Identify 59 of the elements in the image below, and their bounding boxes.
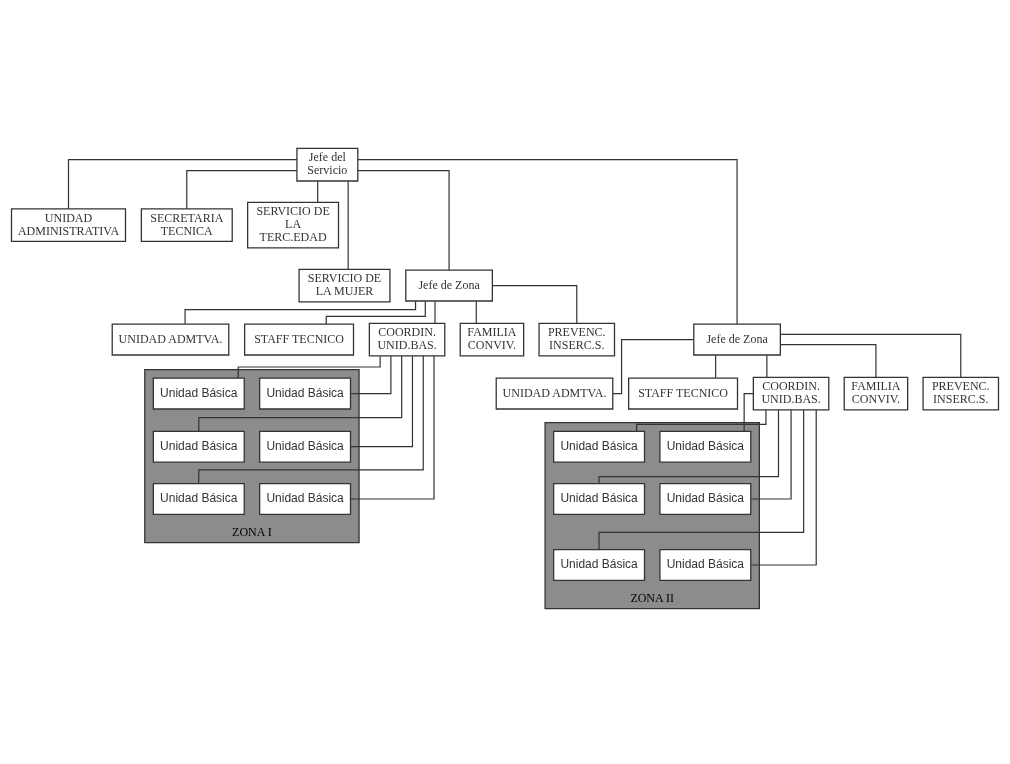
- node-box: FAMILIA CONVIV.: [843, 376, 909, 411]
- node-box: Unidad Básica: [152, 482, 245, 516]
- node-box: Jefe del Servicio: [296, 147, 359, 182]
- node-box: Unidad Básica: [553, 482, 646, 516]
- node-box: PREVENC. INSERC.S.: [538, 322, 616, 357]
- connector: [612, 338, 695, 395]
- connector: [349, 355, 392, 395]
- node-box: PREVENC. INSERC.S.: [922, 376, 1000, 411]
- node-box: STAFF TECNICO: [244, 323, 355, 356]
- connector: [237, 355, 381, 379]
- node-box: UNIDAD ADMTVA.: [111, 323, 230, 356]
- connector: [186, 170, 298, 210]
- connector: [779, 333, 962, 378]
- node-box: SERVICIO DE LA TERC.EDAD: [247, 201, 340, 249]
- node-box: Unidad Básica: [553, 548, 646, 582]
- connector: [475, 300, 477, 324]
- cluster: [544, 422, 760, 610]
- cluster: [144, 368, 360, 544]
- connector: [492, 284, 578, 324]
- connector: [598, 409, 805, 551]
- connector: [743, 392, 754, 432]
- node-box: Unidad Básica: [152, 377, 245, 410]
- node-label: ZONA II: [630, 591, 675, 606]
- connector: [598, 409, 780, 485]
- connector: [750, 409, 817, 566]
- node-box: FAMILIA CONVIV.: [459, 322, 525, 357]
- connector: [434, 300, 436, 324]
- node-box: Unidad Básica: [659, 548, 752, 582]
- node-box: Unidad Básica: [259, 377, 352, 410]
- node-box: Jefe de Zona: [405, 269, 493, 302]
- node-box: Unidad Básica: [659, 482, 752, 516]
- node-box: Unidad Básica: [152, 430, 245, 463]
- connector: [317, 180, 319, 203]
- node-box: UNIDAD ADMINISTRATIVA: [10, 208, 127, 243]
- connector: [325, 300, 426, 325]
- node-box: Unidad Básica: [553, 430, 646, 463]
- connector: [715, 354, 717, 379]
- node-box: SECRETARIA TECNICA: [140, 208, 233, 243]
- node-box: Unidad Básica: [259, 430, 352, 463]
- node-box: Unidad Básica: [259, 482, 352, 516]
- connector: [780, 344, 877, 378]
- connector: [184, 300, 417, 325]
- node-box: Jefe de Zona: [693, 323, 781, 356]
- node-box: STAFF TECNICO: [628, 377, 739, 410]
- connector: [349, 355, 435, 500]
- node-box: Unidad Básica: [659, 430, 752, 463]
- connector: [350, 355, 414, 448]
- node-box: COORDIN. UNID.BAS.: [752, 376, 830, 411]
- connector: [67, 158, 298, 210]
- connector: [357, 158, 738, 325]
- node-box: COORDIN. UNID.BAS.: [368, 322, 446, 357]
- connector: [750, 409, 792, 500]
- node-box: UNIDAD ADMTVA.: [495, 377, 614, 410]
- node-label: ZONA I: [232, 525, 272, 540]
- node-box: SERVICIO DE LA MUJER: [298, 268, 391, 303]
- connector: [635, 409, 767, 432]
- connector: [347, 180, 349, 270]
- connector: [357, 170, 450, 271]
- connector: [766, 354, 768, 378]
